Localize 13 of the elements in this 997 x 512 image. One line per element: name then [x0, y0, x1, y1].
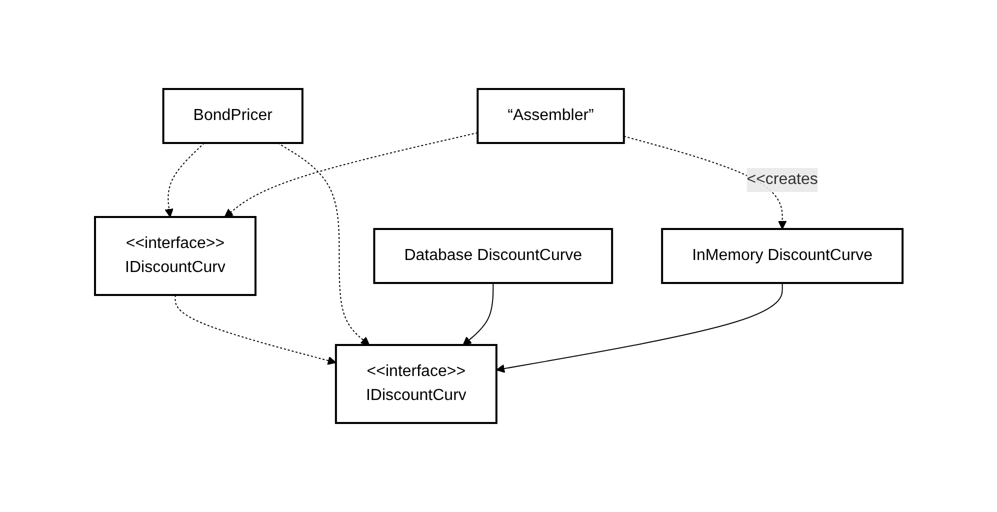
node-box: InMemory DiscountCurve [660, 228, 904, 284]
node-box: <<interface>> IDiscountCurv [94, 216, 256, 296]
arrow [276, 142, 370, 346]
node-box: Database DiscountCurve [372, 228, 613, 284]
arrow [164, 142, 205, 218]
node-box: “Assembler” [476, 88, 625, 144]
arrow [623, 136, 786, 230]
arrow [174, 294, 336, 365]
node-box: BondPricer [162, 88, 304, 144]
arrow [496, 282, 783, 373]
edge-label: <<creates [746, 170, 818, 188]
arrow [462, 282, 494, 346]
node-box: <<interface>> IDiscountCurv [334, 344, 498, 424]
